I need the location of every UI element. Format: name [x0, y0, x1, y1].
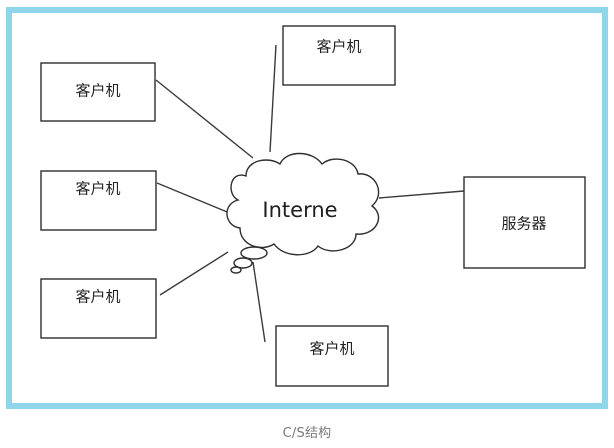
client-box-4-label: 客户机 [316, 38, 361, 56]
link-cloud-to-server [378, 190, 465, 199]
cloud-bubble-medium [233, 257, 253, 269]
connections [155, 44, 465, 343]
cloud-bubble-small [230, 266, 242, 274]
cloud-shape [226, 152, 380, 274]
link-client-1-to-cloud [155, 79, 254, 159]
client-box-1: 客户机 [40, 62, 156, 122]
client-box-5-label: 客户机 [309, 340, 354, 358]
internet-cloud: Interne [226, 152, 380, 274]
client-box-4: 客户机 [282, 25, 396, 86]
client-box-3-label: 客户机 [75, 288, 120, 306]
link-client-3-to-cloud [159, 251, 229, 296]
link-client-5-to-cloud [252, 261, 266, 343]
link-client-2-to-cloud [156, 182, 233, 215]
client-box-2-label: 客户机 [75, 180, 120, 198]
client-box-1-label: 客户机 [75, 82, 120, 100]
client-box-3: 客户机 [40, 278, 157, 339]
link-client-4-to-cloud [269, 44, 277, 153]
server-box-label: 服务器 [501, 215, 546, 233]
client-box-5: 客户机 [275, 325, 389, 387]
figure-caption: C/S结构 [282, 426, 332, 441]
cloud-bubble-large [240, 246, 268, 260]
cloud-label: Interne [262, 198, 337, 222]
client-box-2: 客户机 [40, 170, 157, 231]
server-box: 服务器 [463, 176, 586, 269]
